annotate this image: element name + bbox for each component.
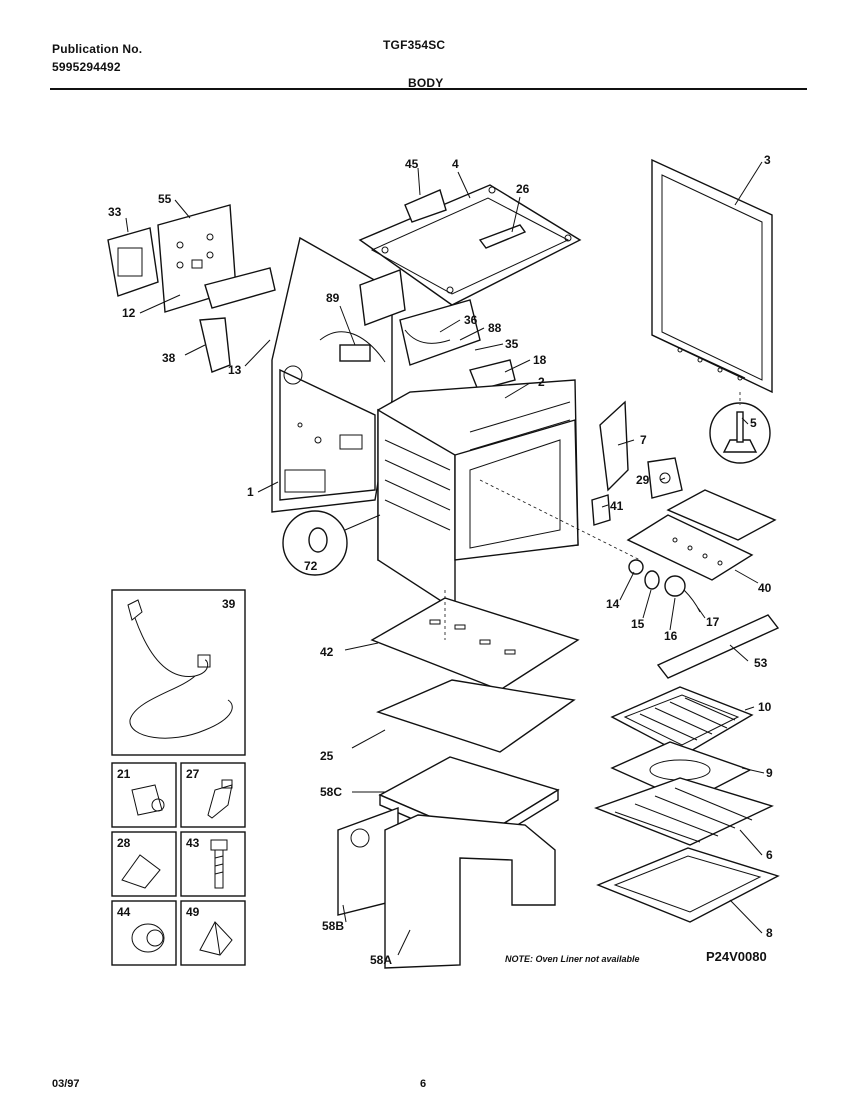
inset-box-49: 49 bbox=[180, 900, 246, 966]
callout-33: 33 bbox=[108, 205, 122, 219]
callout-40: 40 bbox=[758, 581, 772, 595]
callout-13: 13 bbox=[228, 363, 242, 377]
callout-labels: 1 2 3 4 5 6 7 8 9 10 12 13 14 15 16 17 1… bbox=[108, 153, 773, 967]
section-title: BODY bbox=[408, 76, 444, 90]
control-bracket-part bbox=[107, 204, 276, 313]
broiler-grid-part bbox=[610, 686, 754, 756]
inset-label-44: 44 bbox=[117, 905, 131, 919]
callout-14: 14 bbox=[606, 597, 620, 611]
oven-liner-part bbox=[596, 847, 780, 923]
oven-body-part bbox=[377, 379, 579, 612]
bottom-plate-part bbox=[376, 679, 576, 753]
callout-8: 8 bbox=[766, 926, 773, 940]
oven-rack-part bbox=[594, 777, 774, 846]
broiler-drawer-part bbox=[626, 489, 777, 581]
callout-12: 12 bbox=[122, 306, 136, 320]
callout-15: 15 bbox=[631, 617, 645, 631]
page-number: 6 bbox=[420, 1078, 427, 1090]
inset-box-27: 27 bbox=[180, 762, 246, 828]
inset-label-39: 39 bbox=[222, 597, 236, 611]
callout-10: 10 bbox=[758, 700, 772, 714]
callout-72: 72 bbox=[304, 559, 318, 573]
callout-58b: 58B bbox=[322, 919, 344, 933]
inset-box-43: 43 bbox=[180, 831, 246, 897]
callout-4: 4 bbox=[452, 157, 459, 171]
gas-manifold-part bbox=[319, 269, 516, 391]
callout-2: 2 bbox=[538, 375, 545, 389]
top-cover-part bbox=[358, 184, 582, 306]
callout-45: 45 bbox=[405, 157, 419, 171]
inset-label-27: 27 bbox=[186, 767, 200, 781]
leveling-leg-part bbox=[709, 402, 771, 464]
inset-label-28: 28 bbox=[117, 836, 131, 850]
inset-box-44: 44 bbox=[111, 900, 177, 966]
callout-36: 36 bbox=[464, 313, 478, 327]
footer-date: 03/97 bbox=[52, 1078, 80, 1090]
header-rule bbox=[50, 88, 807, 90]
publication-label: Publication No. bbox=[52, 42, 143, 56]
callout-25: 25 bbox=[320, 749, 334, 763]
inset-label-21: 21 bbox=[117, 767, 131, 781]
inset-label-43: 43 bbox=[186, 836, 200, 850]
callout-17: 17 bbox=[706, 615, 720, 629]
leader-lines bbox=[125, 161, 765, 956]
callout-88: 88 bbox=[488, 321, 502, 335]
insulation-part bbox=[337, 756, 560, 969]
callout-58a: 58A bbox=[370, 953, 392, 967]
publication-number: 5995294492 bbox=[52, 60, 121, 74]
callout-26: 26 bbox=[516, 182, 530, 196]
callout-7: 7 bbox=[640, 433, 647, 447]
side-bracket-parts bbox=[591, 400, 683, 526]
callout-38: 38 bbox=[162, 351, 176, 365]
callout-89: 89 bbox=[326, 291, 340, 305]
oven-bottom-part bbox=[370, 597, 580, 691]
callout-35: 35 bbox=[505, 337, 519, 351]
callout-6: 6 bbox=[766, 848, 773, 862]
detail-circle-72 bbox=[282, 510, 381, 576]
callout-9: 9 bbox=[766, 766, 773, 780]
callout-41: 41 bbox=[610, 499, 624, 513]
callout-58c: 58C bbox=[320, 785, 342, 799]
callout-18: 18 bbox=[533, 353, 547, 367]
side-panel-part bbox=[651, 158, 773, 394]
callout-16: 16 bbox=[664, 629, 678, 643]
inset-box-28: 28 bbox=[111, 831, 177, 897]
callout-1: 1 bbox=[247, 485, 254, 499]
inset-box-21: 21 bbox=[111, 762, 177, 828]
knob-group-part bbox=[628, 559, 701, 613]
callout-3: 3 bbox=[764, 153, 771, 167]
callout-53: 53 bbox=[754, 656, 768, 670]
callout-42: 42 bbox=[320, 645, 334, 659]
inset-label-49: 49 bbox=[186, 905, 200, 919]
bracket-38-part bbox=[199, 317, 231, 373]
callout-5: 5 bbox=[750, 416, 757, 430]
callout-55: 55 bbox=[158, 192, 172, 206]
note-text: NOTE: Oven Liner not available bbox=[505, 954, 640, 964]
diagram-code: P24V0080 bbox=[706, 949, 767, 964]
callout-29: 29 bbox=[636, 473, 650, 487]
inset-box-39: 39 bbox=[111, 589, 246, 756]
rail-part bbox=[656, 614, 780, 679]
model-number: TGF354SC bbox=[383, 38, 446, 52]
